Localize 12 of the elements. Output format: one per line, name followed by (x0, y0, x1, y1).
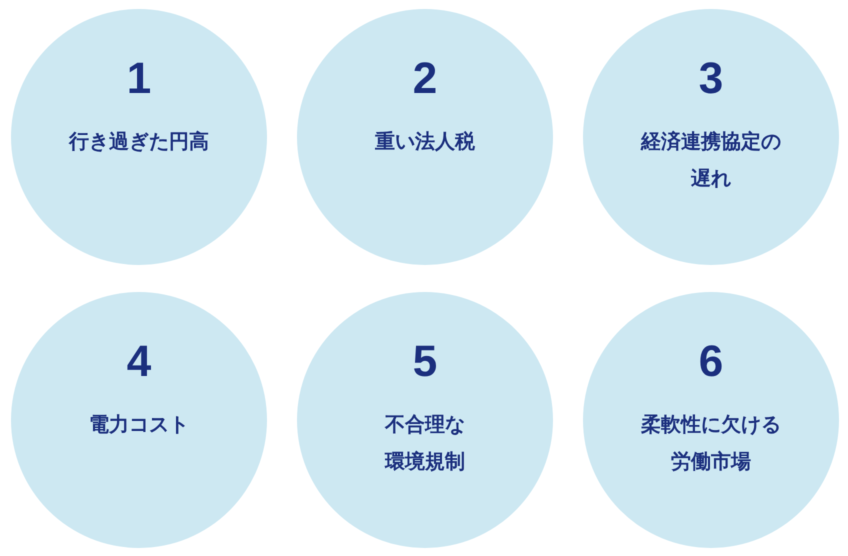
number: 3 (698, 57, 724, 101)
label: 柔軟性に欠ける労働市場 (640, 411, 782, 475)
label: 経済連携協定の遅れ (640, 128, 782, 192)
number: 2 (412, 57, 438, 101)
number: 1 (126, 57, 152, 101)
label: 行き過ぎた円高 (69, 128, 209, 155)
number: 4 (126, 340, 152, 384)
label: 不合理な環境規制 (384, 411, 466, 475)
number: 6 (698, 340, 724, 384)
label: 電力コスト (89, 411, 189, 438)
label: 重い法人税 (375, 128, 475, 155)
number: 5 (412, 340, 438, 384)
